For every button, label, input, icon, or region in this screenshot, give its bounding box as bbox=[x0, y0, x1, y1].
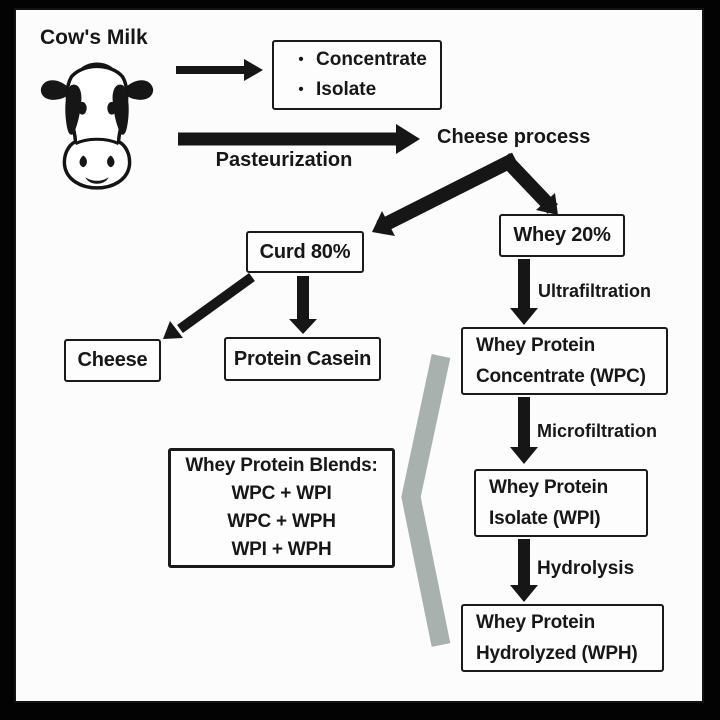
cow-right-eye bbox=[107, 101, 117, 115]
bullet-icon: • bbox=[298, 81, 304, 98]
wph-line2: Hydrolyzed (WPH) bbox=[476, 643, 638, 664]
cow-right-patch bbox=[112, 84, 129, 135]
wpi-line2: Isolate (WPI) bbox=[489, 508, 601, 529]
wph-box: Whey Protein Hydrolyzed (WPH) bbox=[461, 604, 664, 672]
cow-icon bbox=[40, 62, 154, 190]
wpc-line1: Whey Protein bbox=[476, 335, 596, 356]
blend-item: WPC + WPH bbox=[227, 511, 336, 532]
cow-right-ear bbox=[125, 80, 154, 100]
bullet-icon: • bbox=[298, 51, 304, 68]
wpi-box: Whey Protein Isolate (WPI) bbox=[474, 469, 648, 537]
whey-box: Whey 20% bbox=[499, 214, 625, 257]
cow-left-nostril bbox=[79, 155, 87, 168]
blends-box: Whey Protein Blends: WPC + WPI WPC + WPH… bbox=[168, 448, 395, 568]
cheese-process-label: Cheese process bbox=[437, 126, 591, 148]
cow-chin bbox=[85, 177, 109, 184]
source-title: Cow's Milk bbox=[40, 26, 148, 49]
cow-left-eye bbox=[77, 101, 87, 115]
pasteurization-label: Pasteurization bbox=[215, 149, 353, 171]
wpc-box: Whey Protein Concentrate (WPC) bbox=[461, 327, 668, 395]
cow-forelock bbox=[79, 62, 115, 70]
blends-title: Whey Protein Blends: bbox=[185, 455, 378, 476]
ultrafiltration-label: Ultrafiltration bbox=[538, 281, 652, 301]
curd-box: Curd 80% bbox=[246, 231, 364, 273]
hydrolysis-label: Hydrolysis bbox=[537, 558, 635, 579]
wpi-line1: Whey Protein bbox=[489, 477, 609, 498]
product-label: Isolate bbox=[316, 79, 377, 100]
product-item: • Concentrate bbox=[286, 45, 440, 75]
product-item: • Isolate bbox=[286, 75, 440, 105]
cow-right-nostril bbox=[107, 155, 115, 168]
cow-muzzle-line bbox=[74, 137, 120, 145]
product-label: Concentrate bbox=[316, 49, 427, 70]
wpc-line2: Concentrate (WPC) bbox=[476, 366, 646, 387]
cow-left-patch bbox=[65, 84, 82, 135]
protein-casein-box: Protein Casein bbox=[224, 337, 381, 381]
microfiltration-label: Microfiltration bbox=[537, 421, 657, 441]
products-box: • Concentrate • Isolate bbox=[272, 40, 442, 110]
blend-item: WPI + WPH bbox=[231, 539, 332, 560]
cheese-box: Cheese bbox=[64, 339, 161, 382]
cow-left-ear bbox=[40, 80, 69, 100]
wph-line1: Whey Protein bbox=[476, 612, 596, 633]
blend-item: WPC + WPI bbox=[231, 483, 332, 504]
